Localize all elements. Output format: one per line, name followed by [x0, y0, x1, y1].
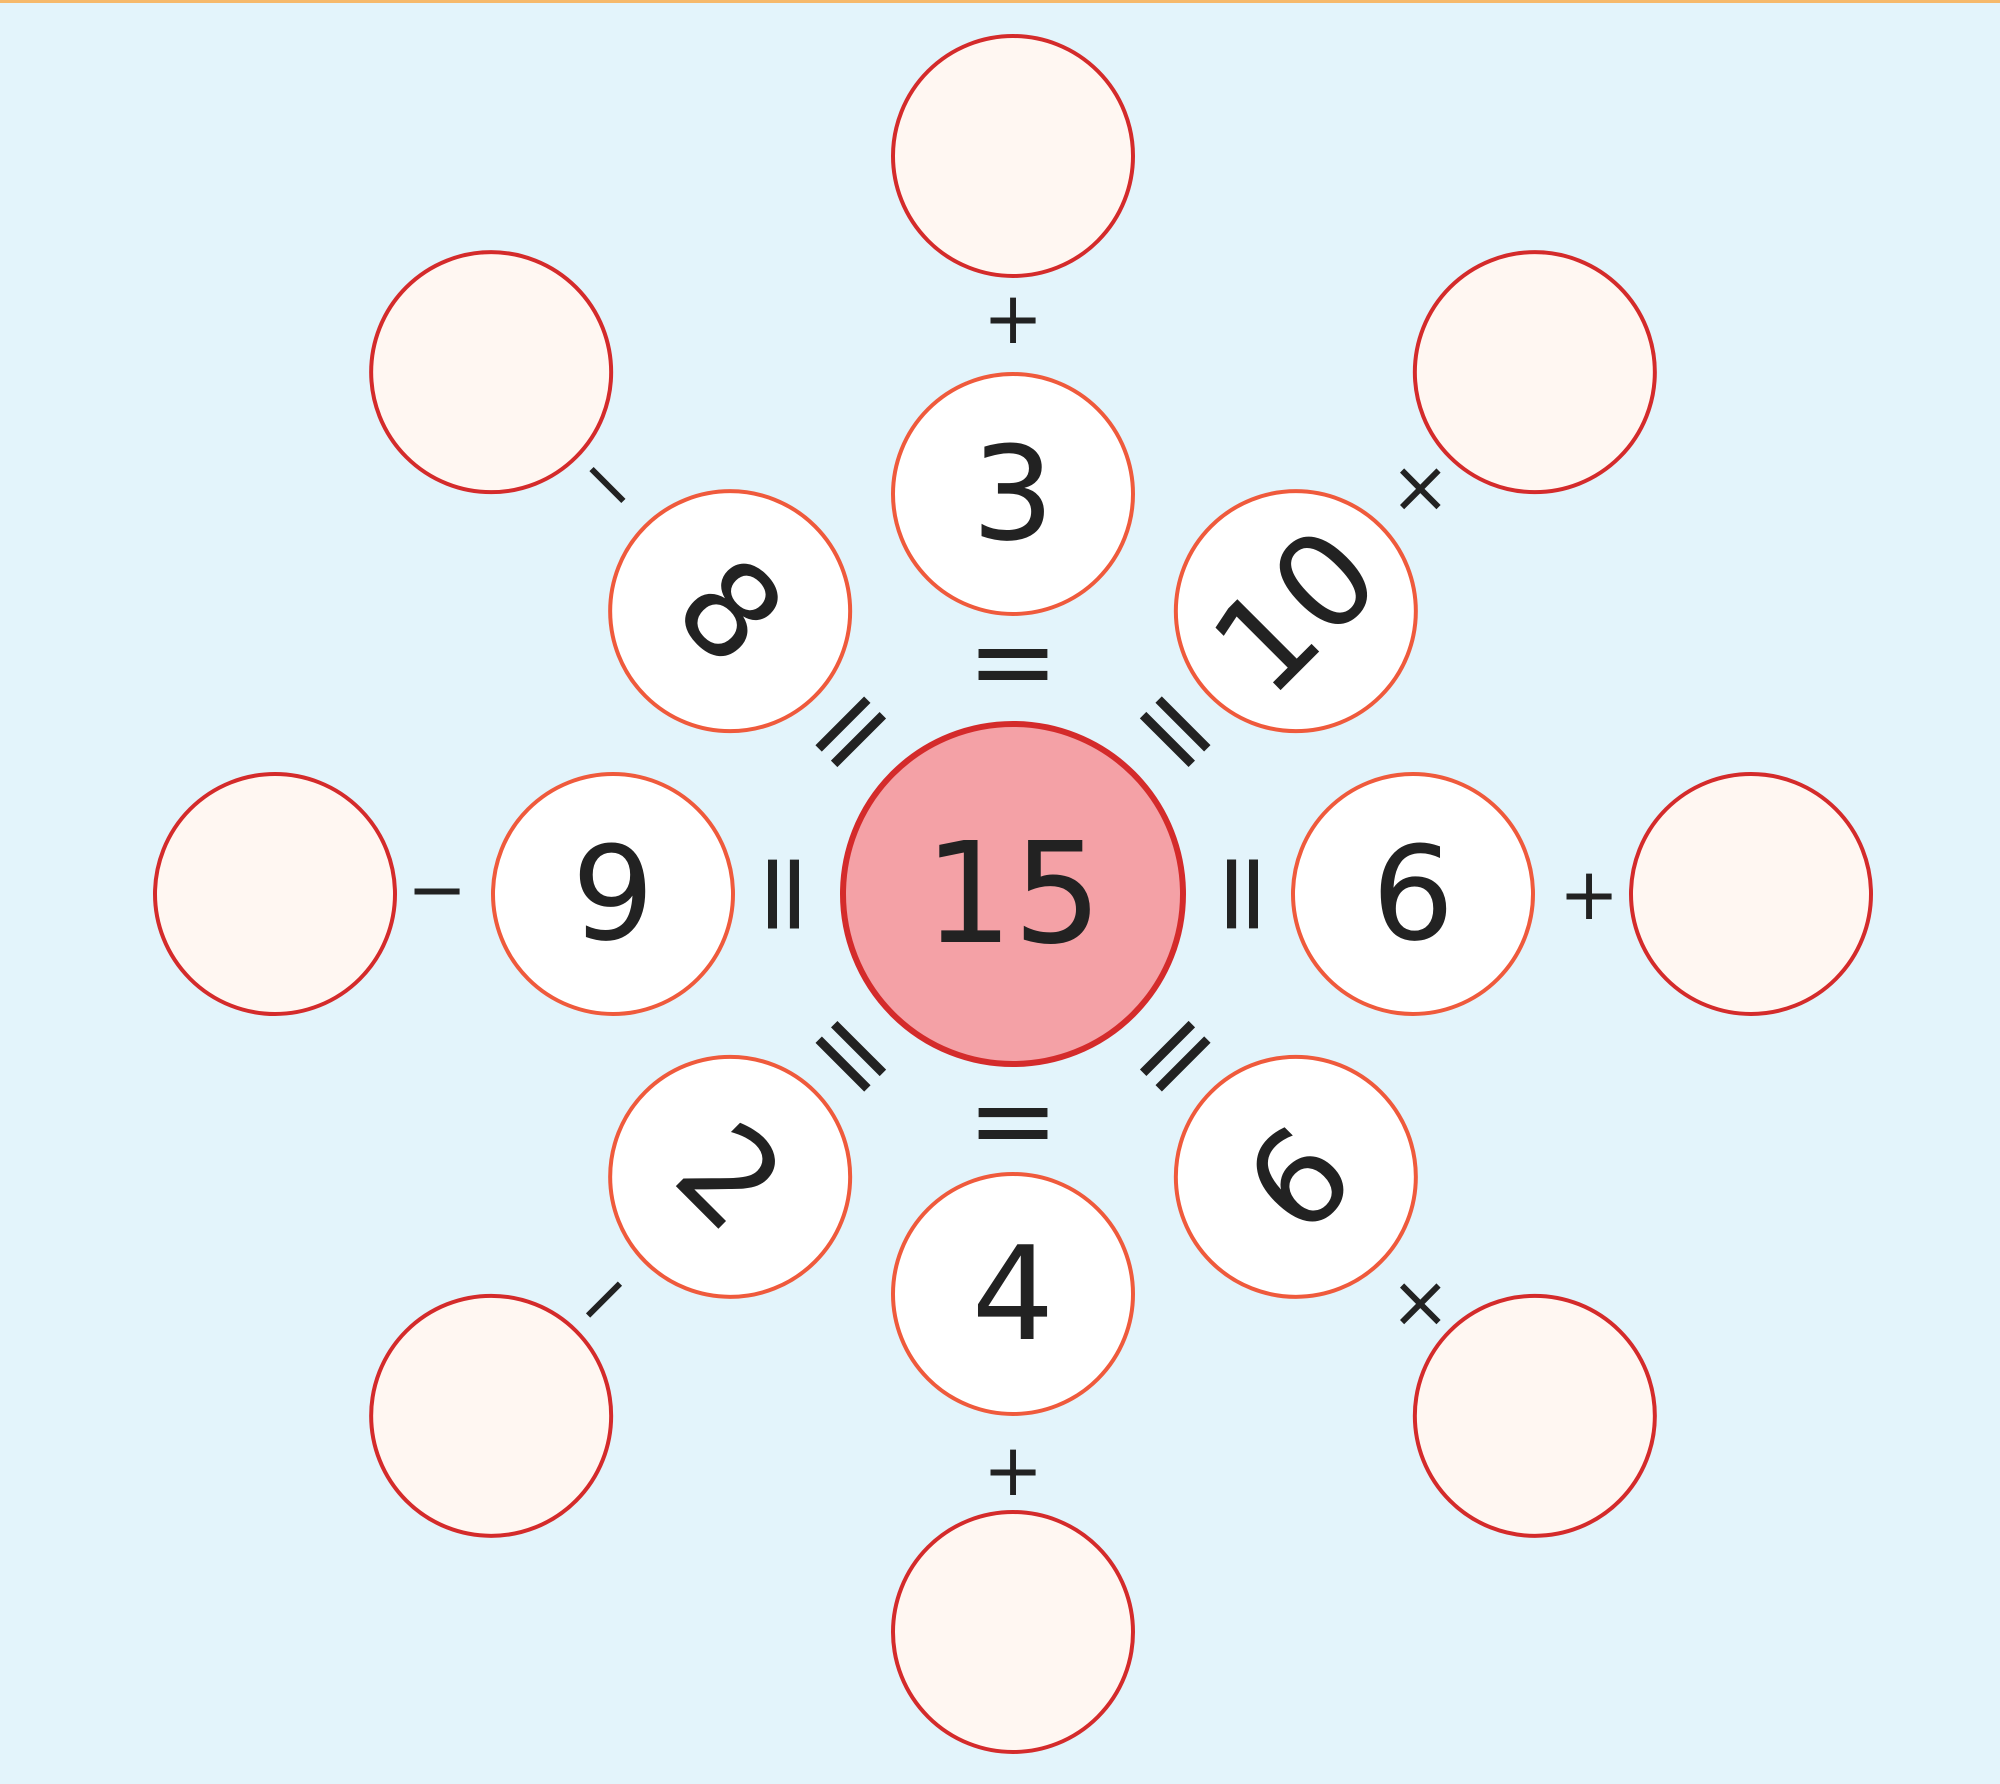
center-number: 15	[924, 813, 1102, 976]
number-circle-ring	[491, 772, 735, 1016]
equals-sign-e: =	[1182, 848, 1310, 940]
answer-circle-nw[interactable]	[369, 250, 614, 495]
number-circle-n: 3	[891, 372, 1135, 616]
number-circle-ring	[1173, 489, 1418, 734]
number-s: 4	[972, 1218, 1055, 1370]
answer-circle-n[interactable]	[891, 34, 1135, 278]
answer-circle-ring[interactable]	[891, 34, 1135, 278]
answer-circle-ring[interactable]	[1412, 1293, 1657, 1538]
equals-sign-w: =	[716, 848, 844, 940]
number-circle-e: 6	[1291, 772, 1535, 1016]
number-w: 9	[572, 818, 655, 970]
number-circle-ring	[1291, 772, 1535, 1016]
number-circle-nw: 8	[608, 489, 853, 734]
operator-se: ×	[1390, 1259, 1450, 1343]
answer-circle-ring[interactable]	[1629, 772, 1873, 1016]
number-circle-ring	[608, 1054, 853, 1299]
number-circle-ring	[891, 372, 1135, 616]
answer-circle-ring[interactable]	[369, 250, 614, 495]
number-circle-ring	[891, 1172, 1135, 1416]
answer-circle-e[interactable]	[1629, 772, 1873, 1016]
answer-circle-ne[interactable]	[1412, 250, 1657, 495]
number-circle-ring	[608, 489, 853, 734]
number-circle-w: 9	[491, 772, 735, 1016]
answer-circle-ring[interactable]	[891, 1510, 1135, 1754]
number-circle-se: 9	[1173, 1054, 1418, 1299]
answer-circle-sw[interactable]	[369, 1293, 614, 1538]
answer-circle-ring[interactable]	[369, 1293, 614, 1538]
equals-sign-n: =	[967, 597, 1059, 725]
operator-s: +	[983, 1428, 1043, 1512]
answer-circle-s[interactable]	[891, 1510, 1135, 1754]
number-n: 3	[972, 418, 1055, 570]
operator-n: +	[983, 276, 1043, 360]
answer-circles-layer	[153, 34, 1873, 1754]
operators-layer: +×+×+−−−	[407, 276, 1619, 1512]
equals-sign-s: =	[967, 1063, 1059, 1191]
answer-circle-w[interactable]	[153, 772, 397, 1016]
operator-ne: ×	[1390, 445, 1450, 529]
top-rule	[0, 0, 2000, 3]
answer-circle-ring[interactable]	[1412, 250, 1657, 495]
number-e: 6	[1372, 818, 1455, 970]
number-circle-ring	[1173, 1054, 1418, 1299]
number-circle-s: 4	[891, 1172, 1135, 1416]
center-layer: 15	[840, 721, 1186, 1067]
number-circle-sw: 2	[608, 1054, 853, 1299]
answer-circle-se[interactable]	[1412, 1293, 1657, 1538]
operator-e: +	[1559, 852, 1619, 936]
number-circle-ne: 10	[1173, 489, 1418, 734]
operator-w: −	[407, 852, 467, 936]
answer-circle-ring[interactable]	[153, 772, 397, 1016]
center-circle	[840, 721, 1186, 1067]
